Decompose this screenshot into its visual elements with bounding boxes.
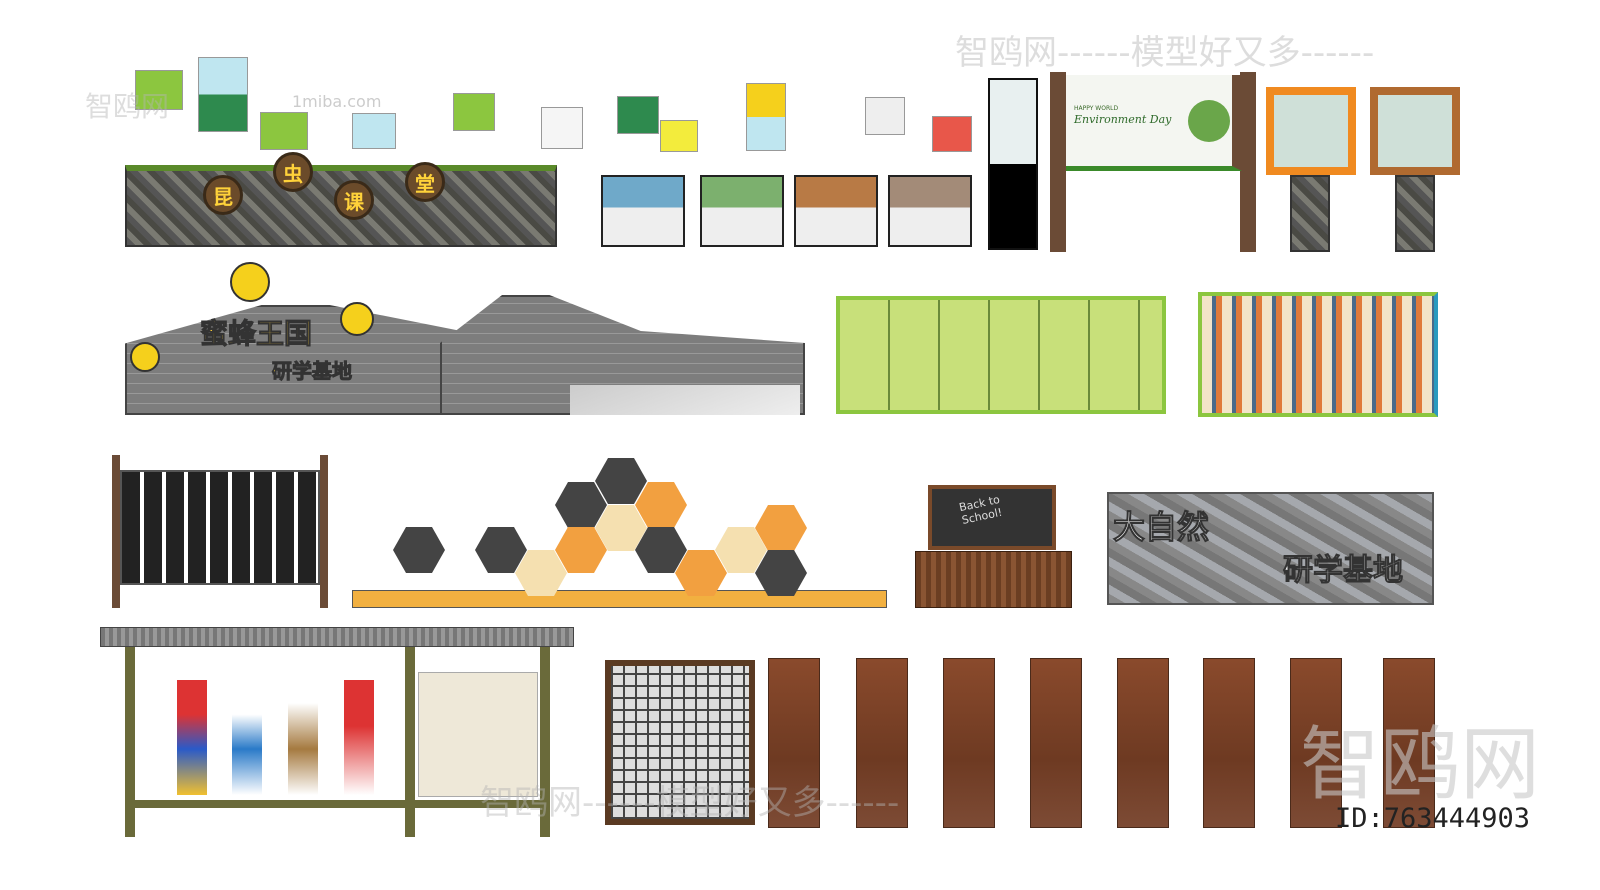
rust-post-monkey — [1030, 658, 1082, 828]
rust-post-anteater — [1383, 658, 1435, 828]
bee-title: 蜜蜂王国 — [199, 317, 313, 351]
env-title: Environment Day — [1074, 113, 1172, 126]
forest-illustration — [1188, 100, 1230, 142]
insect-char-1: 昆 — [203, 175, 243, 215]
kiosk-3 — [794, 175, 878, 247]
watermark-left: 智鸥网 — [85, 90, 170, 123]
bee-subtitle: 研学基地 — [272, 359, 353, 384]
nature-subtitle: 研学基地 — [1283, 553, 1404, 589]
rust-post-egret — [768, 658, 820, 828]
id-label: ID:763444903 — [1335, 803, 1531, 834]
insect-char-4: 堂 — [405, 162, 445, 202]
watermark-site: 1miba.com — [292, 92, 382, 111]
rust-post-snake — [856, 658, 908, 828]
kiosk-4 — [888, 175, 972, 247]
lattice-cabinet — [605, 660, 755, 825]
nature-title: 大自然 — [1112, 508, 1210, 547]
rust-post-pangolin — [1117, 658, 1169, 828]
kiosk-1 — [601, 175, 685, 247]
rust-post-frog — [1290, 658, 1342, 828]
env-subtitle: HAPPY WORLD — [1074, 105, 1119, 112]
insect-char-3: 课 — [334, 180, 374, 220]
kiosk-2 — [700, 175, 784, 247]
insect-char-2: 虫 — [273, 152, 313, 192]
green-display-shelf — [836, 296, 1166, 414]
watermark-bottom: 智鸥网------模型好又多------ — [480, 783, 900, 823]
watermark-logo: 智鸥网 — [1300, 718, 1540, 811]
watermark-top: 智鸥网------模型好又多------ — [955, 33, 1375, 73]
specimen-board — [120, 470, 320, 585]
rust-post-weasel — [1203, 658, 1255, 828]
tall-info-sign — [988, 78, 1038, 250]
scroll-display — [1198, 292, 1438, 417]
rust-post-bear — [943, 658, 995, 828]
